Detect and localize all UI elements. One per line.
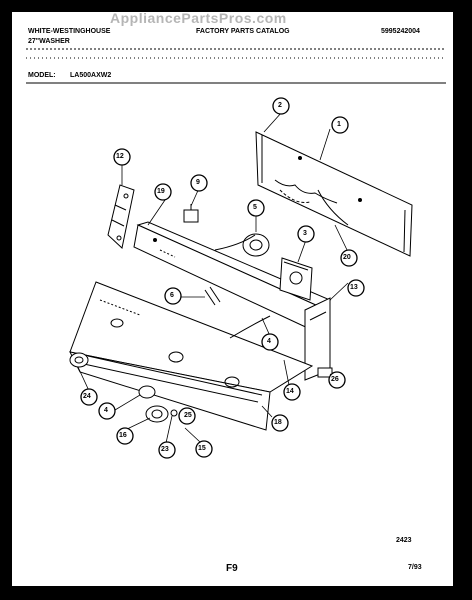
model-label: MODEL: [28,72,56,79]
connector-part-26 [317,367,333,378]
catalog-title: FACTORY PARTS CATALOG [196,28,290,35]
callout-25: 25 [184,412,192,419]
brand-label: WHITE-WESTINGHOUSE [28,28,111,35]
bracket-part-12 [107,184,135,249]
console-panel-part-18 [69,281,314,431]
callout-19: 19 [157,188,165,195]
page-label: F9 [226,563,238,574]
knob-part-16 [145,405,169,423]
callout-23: 23 [161,446,169,453]
clip-part-6 [204,286,221,306]
callout-5: 5 [253,204,257,211]
callout-14: 14 [286,388,294,395]
callout-16: 16 [119,432,127,439]
parts-diagram-sheet [12,12,453,586]
model-number: LA500AXW2 [70,72,112,79]
callout-15: 15 [198,445,206,452]
callout-6: 6 [170,292,174,299]
callout-2: 2 [278,102,282,109]
callout-4-upper: 4 [267,338,271,345]
switch-part-9 [183,204,199,223]
selector-part-5 [242,233,270,257]
knob-part-25 [170,409,178,417]
callout-1: 1 [337,121,341,128]
drawing-number: 2423 [396,537,412,544]
knob-part-24 [69,352,89,368]
wire-harness [317,189,349,226]
revision-date: 7/93 [408,564,422,571]
watermark: AppliancePartsPros.com [110,10,287,26]
callout-3: 3 [303,230,307,237]
knob-lower [138,385,156,399]
callout-4-lower: 4 [104,407,108,414]
callout-24: 24 [83,393,91,400]
product-label: 27"WASHER [28,38,70,45]
callout-9: 9 [196,179,200,186]
callout-18: 18 [274,419,282,426]
callout-12: 12 [116,153,124,160]
callout-26: 26 [331,376,339,383]
catalog-number: 5995242004 [381,28,420,35]
back-panel-part-1 [255,131,413,257]
callout-13: 13 [350,284,358,291]
callout-circles [80,97,365,459]
timer-part-3 [279,257,313,301]
callout-20: 20 [343,254,351,261]
